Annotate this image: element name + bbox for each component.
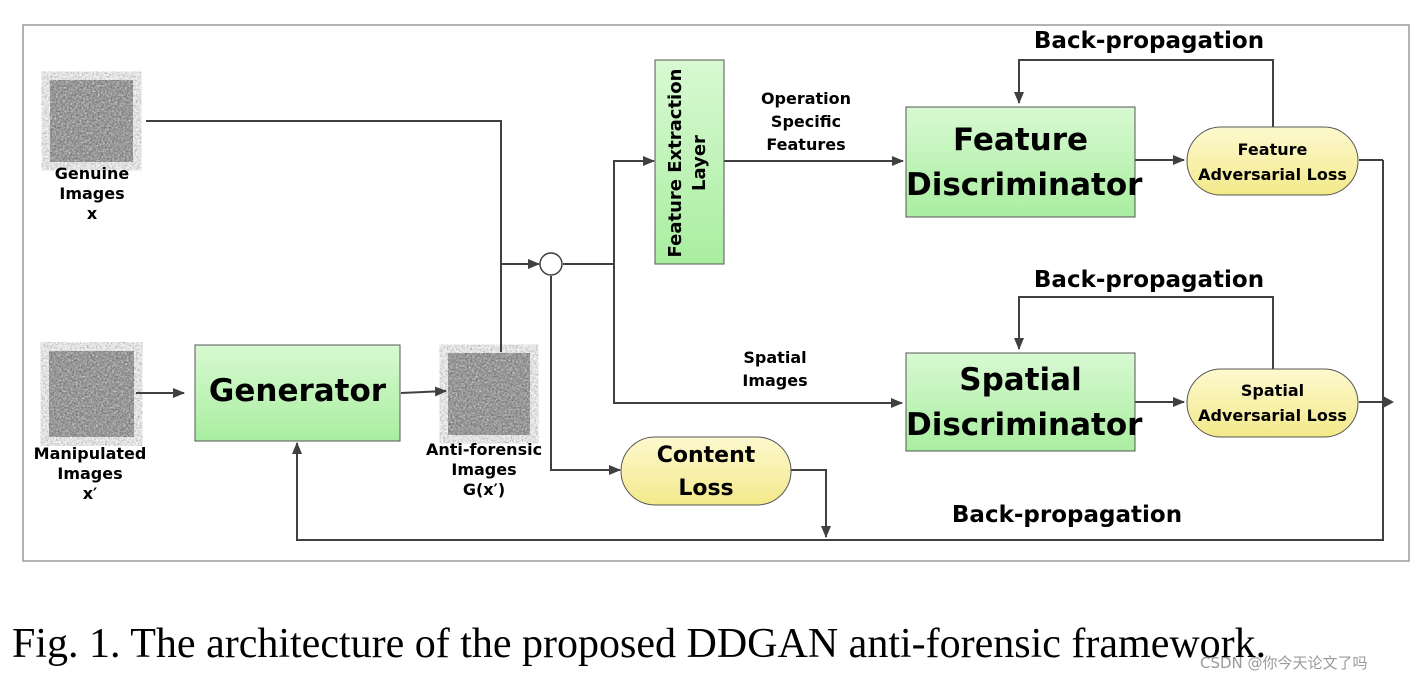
manipulated-image-thumbnail xyxy=(49,351,134,437)
watermark: CSDN @你今天论文了吗 xyxy=(1200,654,1368,672)
figure-caption: Fig. 1. The architecture of the proposed… xyxy=(12,621,1267,667)
backprop-top-loop xyxy=(1014,59,1274,127)
feature-adversarial-loss-pill xyxy=(1186,126,1359,196)
backprop-bottom-label: Back-propagation xyxy=(951,502,1183,528)
backprop-middle-loop xyxy=(1014,296,1274,369)
backprop-middle-label: Back-propagation xyxy=(1033,267,1265,293)
rail-junction-arrowhead xyxy=(1383,396,1394,408)
to-feature-extraction-arrow xyxy=(613,156,655,264)
spatial-discriminator-box xyxy=(905,352,1136,452)
feature-extraction-box xyxy=(654,59,725,265)
generator-box xyxy=(194,344,401,442)
backprop-top-label: Back-propagation xyxy=(1033,28,1265,54)
feature-discriminator-box xyxy=(905,106,1136,218)
to-content-loss-arrow xyxy=(550,276,621,475)
spatial-images-arrow xyxy=(613,264,903,408)
antiforensic-image-thumbnail xyxy=(448,353,530,435)
content-loss-to-rail-arrow xyxy=(791,469,831,538)
content-loss-pill xyxy=(620,436,792,506)
diagram-frame xyxy=(22,24,1410,562)
genuine-image-thumbnail xyxy=(50,80,133,162)
backprop-bottom-loop xyxy=(292,160,1384,541)
genuine-to-junction-arrow xyxy=(146,120,540,269)
generator-title: Generator xyxy=(208,373,387,409)
spatial-adversarial-loss-pill xyxy=(1186,368,1359,438)
merge-junction xyxy=(539,252,563,276)
generator-to-antiforensic-arrow xyxy=(400,386,447,397)
